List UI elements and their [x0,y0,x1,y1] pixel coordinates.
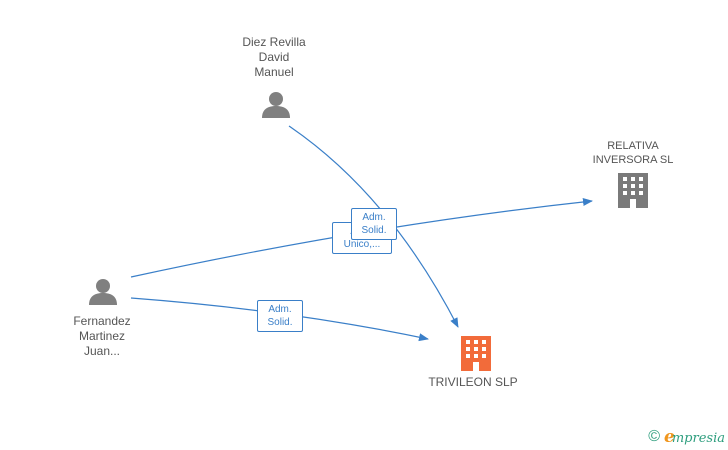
node-label-fernandez-martinez[interactable]: Fernandez Martinez Juan... [73,314,131,358]
brand-wordmark: empresia [664,427,725,447]
node-label-trivileon[interactable]: TRIVILEON SLP [428,375,518,389]
person-icon[interactable] [262,92,290,118]
node-label-relativa-inversora[interactable]: RELATIVA INVERSORA SL [592,140,674,166]
edge-label-fernandez-trivileon[interactable]: Adm. Solid. [257,300,303,332]
empresia-logo[interactable]: © empresia [648,427,725,447]
copyright-icon: © [648,428,661,445]
building-icon[interactable] [618,173,648,208]
edge-label-diez-trivileon[interactable]: Adm. Solid. [351,208,397,240]
building-icon-highlight[interactable] [461,336,491,371]
node-label-diez-revilla[interactable]: Diez Revilla David Manuel [242,35,306,79]
person-icon[interactable] [89,279,117,305]
